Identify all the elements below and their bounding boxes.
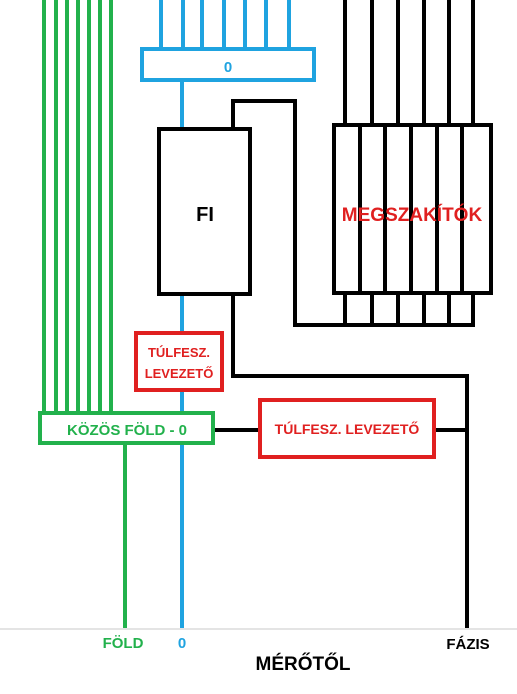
fi-label: FI xyxy=(196,204,214,226)
from-meter-label: MÉRŐTŐL xyxy=(256,653,351,675)
ground-wires xyxy=(42,0,127,628)
surge-arrester-label: TÚLFESZ. LEVEZETŐ xyxy=(275,420,420,437)
neutral-bus-label: 0 xyxy=(224,59,232,76)
surge-arrester-small-line1: TÚLFESZ. xyxy=(148,345,210,360)
fi-box xyxy=(157,127,252,296)
phase-wires xyxy=(213,0,475,628)
bottom-neutral-label: 0 xyxy=(178,635,186,652)
surge-arrester-small-line2: LEVEZETŐ xyxy=(145,366,214,381)
breakers-block xyxy=(332,123,493,295)
common-ground-bar xyxy=(38,411,215,445)
neutral-wires xyxy=(159,0,291,628)
bottom-ground-label: FÖLD xyxy=(103,635,144,652)
common-ground-label: KÖZÖS FÖLD - 0 xyxy=(67,422,187,439)
breakers-label: MEGSZAKÍTÓK xyxy=(342,204,483,226)
surge-arrester-box-small xyxy=(134,331,224,392)
surge-arrester-box xyxy=(258,398,436,459)
neutral-bus-bar xyxy=(140,47,316,82)
bottom-phase-label: FÁZIS xyxy=(446,636,489,653)
